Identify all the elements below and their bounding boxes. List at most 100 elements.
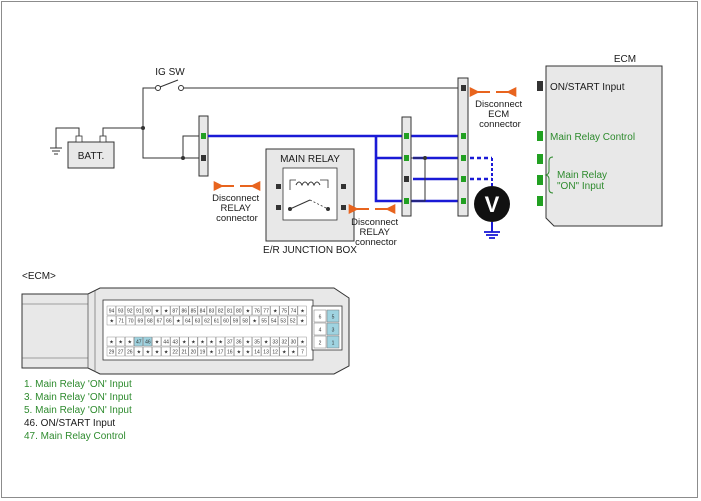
voltmeter: V <box>474 158 510 232</box>
connector-pin-label: 76 <box>254 309 260 315</box>
connector-pin-cell <box>161 346 171 357</box>
battery-label: BATT. <box>78 151 104 162</box>
connector-pin-cell <box>152 305 162 316</box>
ig-switch <box>155 79 184 91</box>
connector-pin-cell <box>179 305 189 316</box>
connector-pin-label: ★ <box>200 340 205 346</box>
connector-pin-cell <box>197 305 207 316</box>
connector-pin-label: ★ <box>155 350 160 356</box>
connector-pin-label: 36 <box>236 340 242 346</box>
connector-pin-label: 19 <box>200 350 206 356</box>
connector-pin-cell <box>279 305 289 316</box>
connector-pin-cell <box>211 315 221 326</box>
connector-pin-cell <box>152 336 162 347</box>
connector-pin-cell <box>134 305 143 316</box>
connector-pin-label: 33 <box>272 340 278 346</box>
connector-pin-cell <box>288 305 298 316</box>
connector-side-pin-cell <box>326 309 340 323</box>
connector-side-pin-label: 6 <box>319 315 322 321</box>
connector-pin-label: ★ <box>155 340 160 346</box>
connector-pin-cell <box>170 346 180 357</box>
connector-pin-cell <box>134 346 143 357</box>
connector-pin-cell <box>106 336 116 347</box>
connector-pin-cell <box>106 315 117 326</box>
connector-pin-cell <box>279 346 289 357</box>
ecm-on-start-label: ON/START Input <box>550 82 625 93</box>
legend-item: 47. Main Relay Control <box>24 431 126 442</box>
connector-pin-label: 58 <box>242 319 248 325</box>
connector-pin-cell <box>288 336 298 347</box>
connector-pin-cell <box>297 336 307 347</box>
connector-pin-label: 74 <box>291 309 297 315</box>
connector-pin-label: 77 <box>263 309 269 315</box>
connector-pin-cell <box>152 346 162 357</box>
legend-item: 46. ON/START Input <box>24 418 116 429</box>
connector-pin-label: 92 <box>127 309 133 315</box>
disconnect-relay-right-label: Disconnect RELAY connector <box>351 217 401 248</box>
connector-pin-label: ★ <box>246 340 251 346</box>
connector-pin-label: 12 <box>272 350 278 356</box>
connector-side-pin-cell <box>326 335 340 349</box>
connector-pin-label: 61 <box>214 319 220 325</box>
connector-pin-cell <box>287 315 298 326</box>
connector-pin-label: 27 <box>118 350 124 356</box>
connector-pin-label: 94 <box>109 309 115 315</box>
connector-pin-label: 71 <box>119 319 125 325</box>
connector-pin-label: 13 <box>263 350 269 356</box>
connector-pin-cell <box>234 336 243 347</box>
connector-pin-label: 68 <box>147 319 153 325</box>
connector-pin-label: ★ <box>218 340 223 346</box>
connector-pin-label: 67 <box>157 319 163 325</box>
connector-pin-label: ★ <box>164 350 169 356</box>
connector-pin-label: ★ <box>155 309 160 315</box>
connector-pin-cell <box>173 315 183 326</box>
connector-side-pin-label: 2 <box>319 341 322 347</box>
connector-pin-cell <box>279 336 289 347</box>
connector-pin-label: 17 <box>218 350 224 356</box>
connector-pin-cell <box>106 305 116 316</box>
connector-pin-label: ★ <box>300 309 305 315</box>
connector-pin-label: 16 <box>227 350 233 356</box>
connector-pin-label: 21 <box>181 350 187 356</box>
connector-pin-label: 60 <box>223 319 229 325</box>
connector-pin-label: 83 <box>209 309 215 315</box>
connector-pin-cell <box>188 346 198 357</box>
connector-pin-label: ★ <box>246 350 251 356</box>
connector-pin-cell <box>115 336 125 347</box>
connector-pin-label: 70 <box>128 319 134 325</box>
connector-pin-cell <box>197 346 207 357</box>
connector-pin-cell <box>243 305 253 316</box>
connector-pin-cell <box>268 315 279 326</box>
connector-pin-cell <box>297 305 307 316</box>
voltmeter-ground-icon <box>484 231 500 239</box>
junction-connector-right <box>401 116 412 217</box>
connector-pin-label: 37 <box>227 340 233 346</box>
connector-pin-label: 64 <box>185 319 191 325</box>
connector-pin-cell <box>163 315 174 326</box>
connector-side-pin-label: 5 <box>332 315 335 321</box>
connector-pin-cell <box>243 346 253 357</box>
battery-ground-icon <box>50 147 62 155</box>
connector-side-pin-cell <box>313 335 327 349</box>
ecm-main-relay-on-label-line2: "ON" Input <box>557 181 604 192</box>
connector-pin-label: 22 <box>172 350 178 356</box>
connector-pin-cell <box>144 315 155 326</box>
connector-pin-label: 52 <box>290 319 296 325</box>
connector-pin-label: 62 <box>204 319 210 325</box>
connector-pin-cell <box>135 315 145 326</box>
disconnect-relay-left-label: Disconnect RELAY connector <box>212 193 262 224</box>
measure-dashed-leads <box>470 156 492 181</box>
connector-pin-label: 47 <box>136 340 142 346</box>
connector-pin-cell <box>224 336 234 347</box>
connector-pin-label: 80 <box>236 309 242 315</box>
connector-pin-label: 63 <box>195 319 201 325</box>
connector-pin-cell <box>249 315 259 326</box>
connector-pin-cell <box>230 315 240 326</box>
connector-pin-cell <box>115 305 125 316</box>
connector-pin-cell <box>161 336 171 347</box>
connector-pin-label: 86 <box>181 309 187 315</box>
main-relay-label: MAIN RELAY <box>280 154 340 165</box>
connector-pin-label: 44 <box>163 340 169 346</box>
connector-pin-label: ★ <box>300 319 305 325</box>
